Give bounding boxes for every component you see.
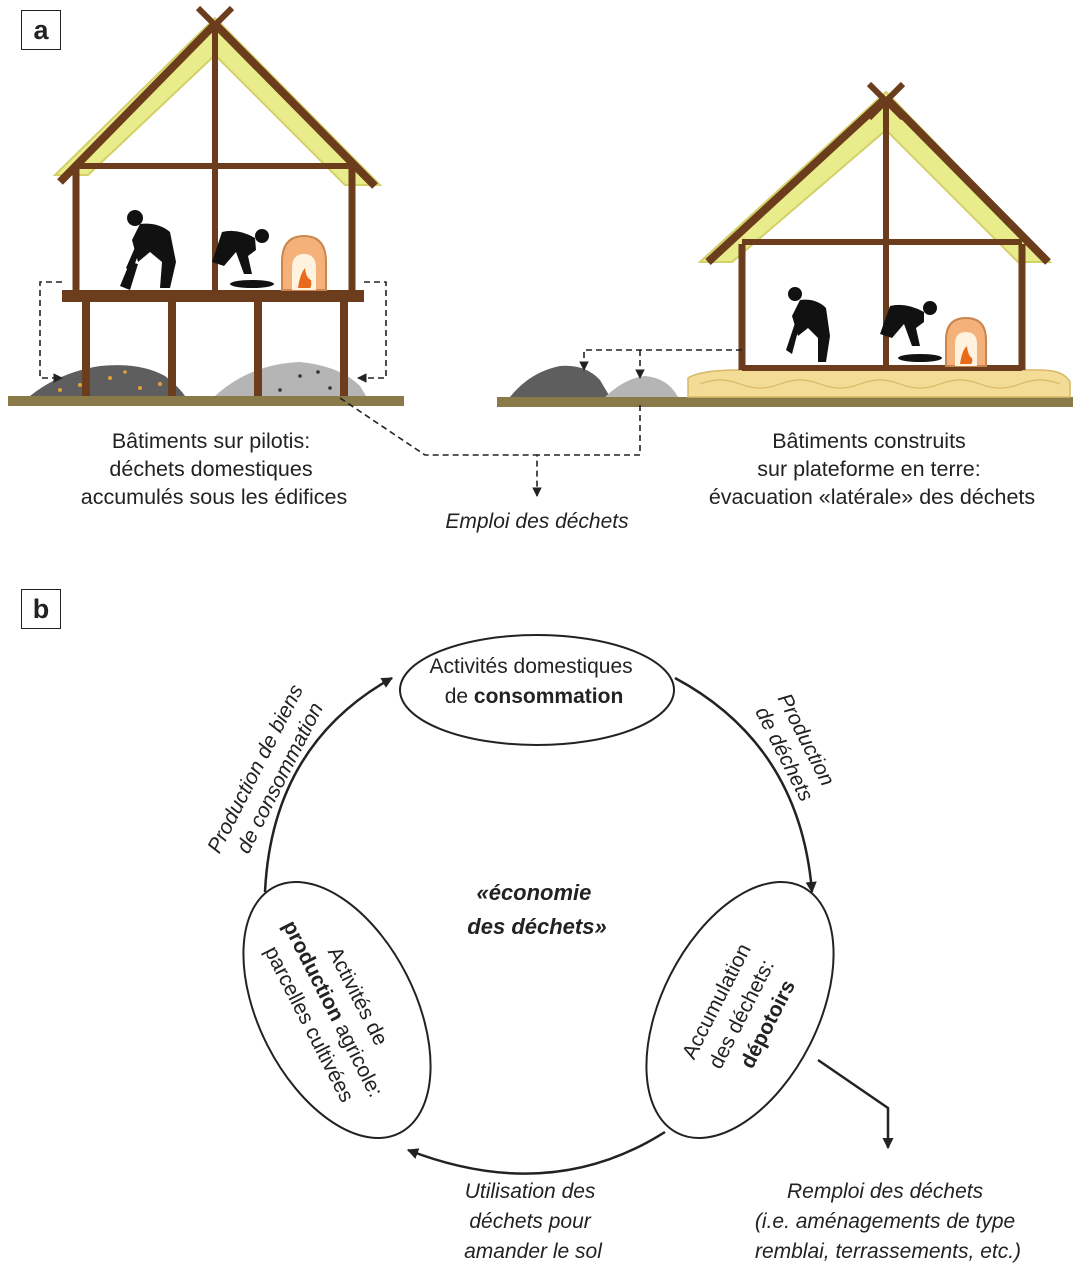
node-dumps: Accumulation des déchets: dépotoirs	[645, 881, 835, 1139]
arrow-label-line: remblai, terrassements, etc.)	[755, 1240, 1021, 1263]
reuse-flow-arrow	[537, 405, 641, 456]
label-waste-production: Production de déchets	[750, 690, 842, 807]
cycle-title: «économie des déchets»	[467, 880, 606, 939]
arrow-label-line: Utilisation des	[465, 1180, 596, 1203]
left-caption-line: accumulés sous les édifices	[81, 485, 347, 509]
reuse-flow-arrow	[339, 397, 542, 497]
cycle-title-line: des déchets»	[467, 914, 606, 939]
waste-heap	[215, 362, 366, 396]
ground-strip-right	[497, 397, 1073, 407]
cycle-arrow-soil	[406, 1130, 666, 1175]
fire-icon	[960, 346, 973, 364]
arrow-label-line: amander le sol	[464, 1240, 603, 1263]
arrow-label-line: déchets pour	[469, 1210, 591, 1233]
label-soil-use: Utilisation des déchets pour amander le …	[464, 1180, 603, 1263]
panel-a-label: a	[21, 10, 61, 50]
arrow-label-line: (i.e. aménagements de type	[755, 1210, 1015, 1233]
right-caption-line: évacuation «latérale» des déchets	[709, 485, 1035, 509]
node-line: Activités domestiques	[430, 655, 633, 678]
node-production: Activités de production agricole: parcel…	[242, 881, 432, 1139]
node-consumption	[399, 634, 675, 746]
waste-heap	[30, 365, 185, 396]
label-reuse: Remploi des déchets (i.e. aménagements d…	[755, 1180, 1021, 1263]
waste-heap	[510, 365, 610, 397]
right-caption-line: Bâtiments construits	[772, 429, 966, 453]
waste-flow-arrow	[357, 281, 387, 383]
cycle-arrow-waste	[674, 676, 817, 894]
node-line: de	[445, 685, 474, 708]
left-caption-line: Bâtiments sur pilotis:	[112, 429, 310, 453]
right-caption-line: sur plateforme en terre:	[757, 457, 980, 481]
platform-house-illustration	[497, 81, 1073, 407]
stilt-floor	[62, 290, 364, 302]
label-production-goods: Production de biens de consommation	[203, 676, 334, 869]
earth-platform	[687, 369, 1071, 398]
right-caption: Bâtiments construits sur plateforme en t…	[709, 429, 1035, 509]
node-line-bold: consommation	[474, 685, 623, 708]
svg-text:Production de déchets: Production de déchets	[750, 690, 842, 807]
waste-economy-cycle: Activités domestiques de consommation Ac…	[203, 634, 1021, 1263]
stilt-house-illustration	[8, 5, 404, 406]
person-crouching-icon	[212, 229, 274, 288]
panel-b-label: b	[21, 589, 61, 629]
left-caption-line: déchets domestiques	[109, 457, 312, 481]
cycle-arrow-production	[263, 676, 393, 893]
waste-heap	[605, 376, 678, 397]
arrow-label-line: Remploi des déchets	[787, 1180, 984, 1203]
person-crouching-icon	[880, 301, 942, 362]
node-consumption-text: Activités domestiques de consommation	[430, 655, 639, 708]
branch-arrow-reuse	[817, 1058, 894, 1150]
fire-icon	[298, 268, 312, 288]
cycle-title-line: «économie	[476, 880, 591, 905]
person-sweeping-icon	[786, 287, 830, 362]
ground-strip-left	[8, 396, 404, 406]
center-caption: Emploi des déchets	[445, 510, 629, 533]
waste-flow-arrow	[39, 281, 63, 383]
thatch-roof	[697, 90, 1053, 263]
svg-text:Production de biens de: Production de biens de consommation	[203, 676, 334, 869]
person-sweeping-icon	[120, 210, 176, 290]
waste-flow-arrow	[579, 349, 742, 371]
left-caption: Bâtiments sur pilotis: déchets domestiqu…	[81, 429, 347, 509]
